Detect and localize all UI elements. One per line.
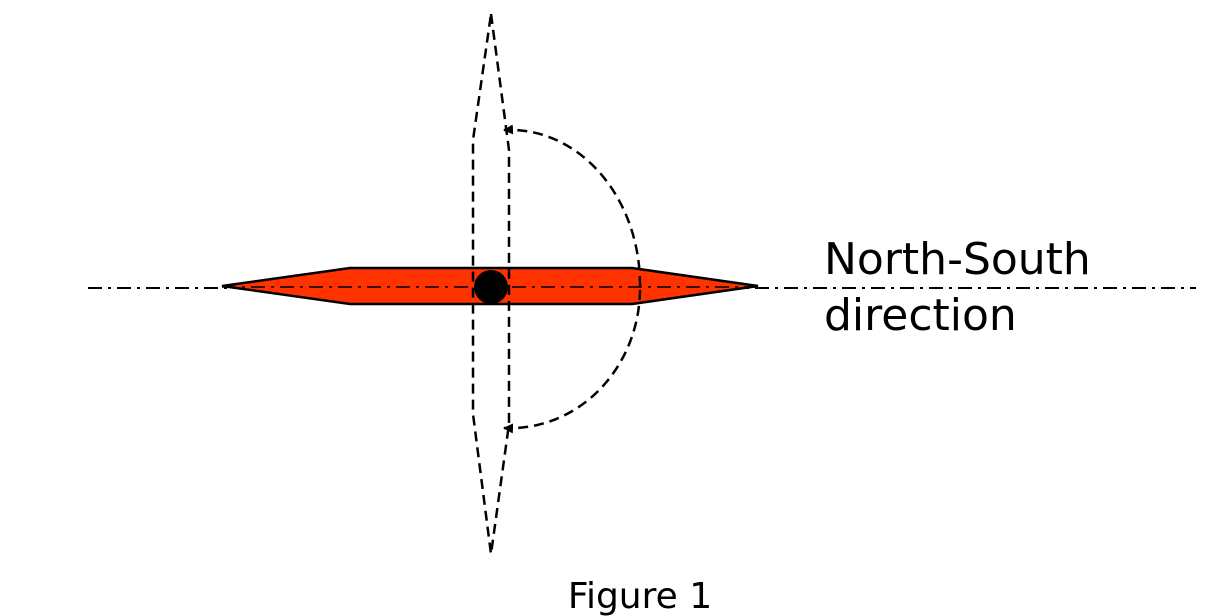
pivot-point [474,270,508,304]
needle-vertical-outline [471,13,511,555]
figure-caption: Figure 1 [568,576,712,616]
lower-rotation-arrow [503,289,642,434]
axis-label-line1: North-South [824,234,1091,285]
axis-label-line2: direction [824,290,1017,341]
upper-rotation-arrow [503,124,642,287]
